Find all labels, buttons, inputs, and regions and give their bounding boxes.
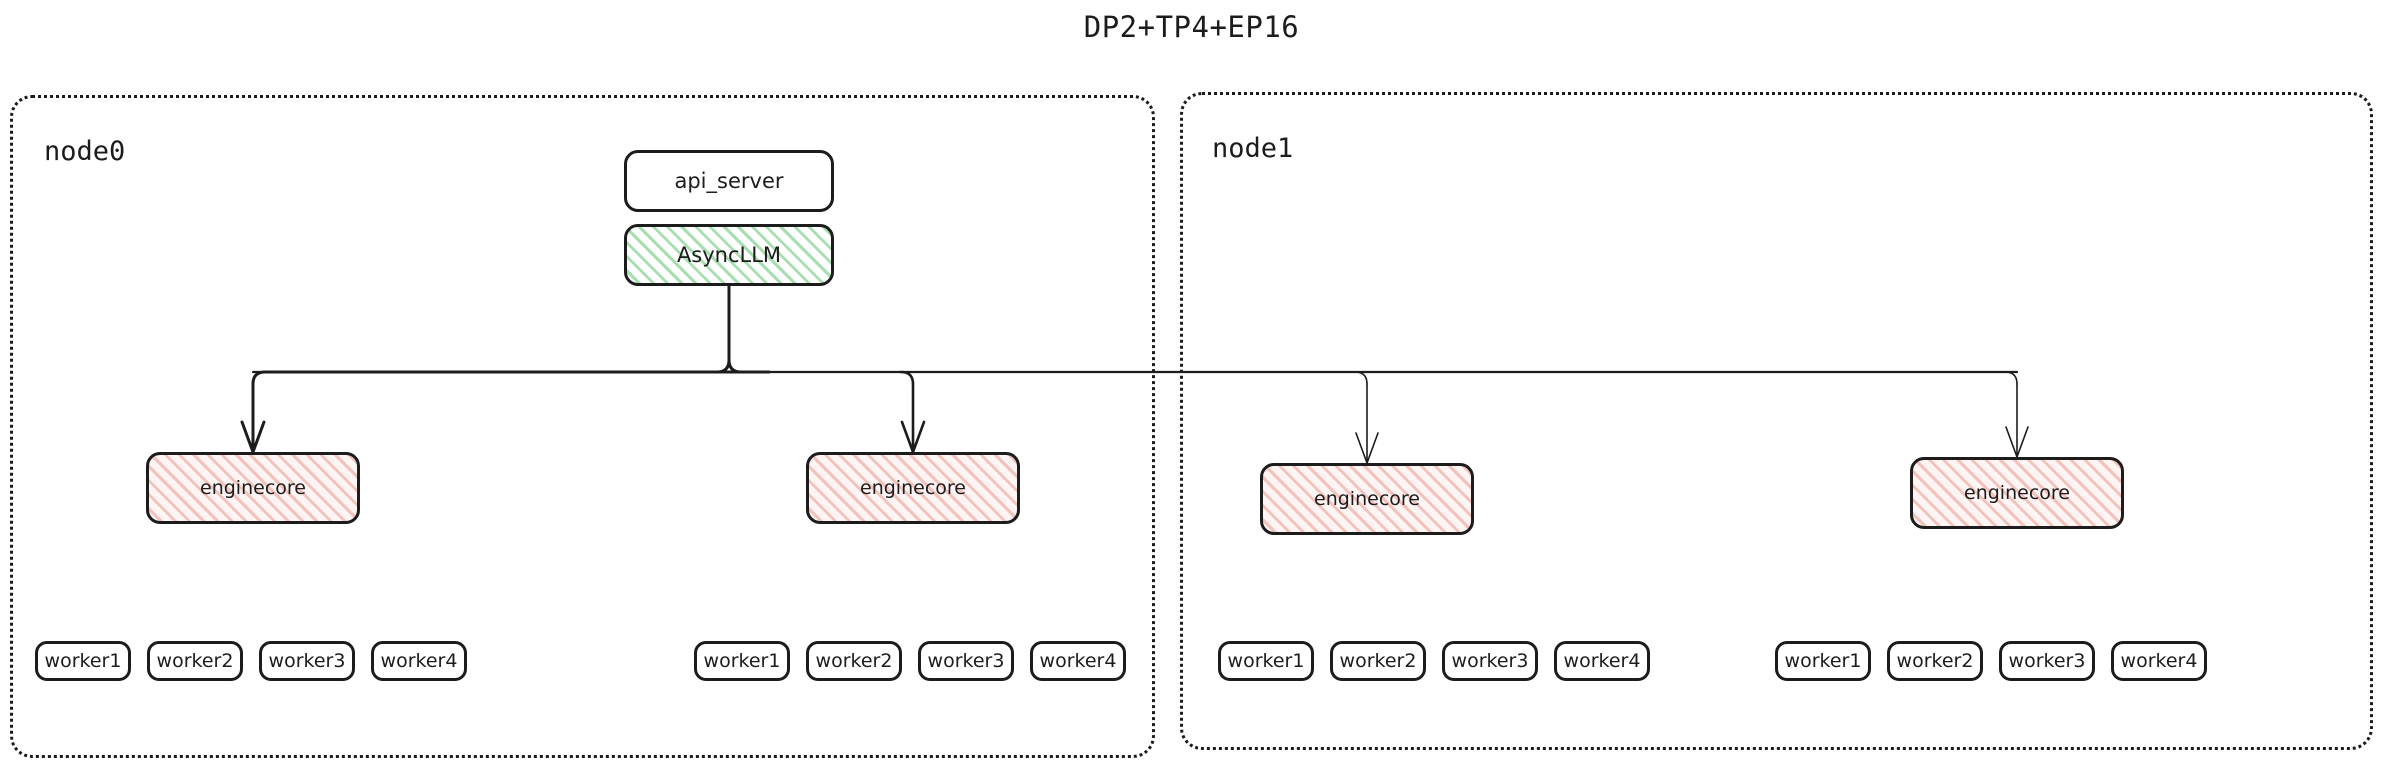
node-label-node1: node1 bbox=[1212, 133, 1294, 164]
enginecore-box[interactable]: enginecore bbox=[1260, 463, 1474, 535]
enginecore-box[interactable]: enginecore bbox=[806, 452, 1020, 524]
worker-box[interactable]: worker1 bbox=[694, 641, 790, 681]
worker-box[interactable]: worker1 bbox=[1218, 641, 1314, 681]
node-container-node1 bbox=[1180, 92, 2373, 750]
worker-box[interactable]: worker2 bbox=[1887, 641, 1983, 681]
worker-box[interactable]: worker2 bbox=[147, 641, 243, 681]
enginecore-box[interactable]: enginecore bbox=[146, 452, 360, 524]
async_llm-box[interactable]: AsyncLLM bbox=[624, 224, 834, 286]
node-label-node0: node0 bbox=[44, 136, 126, 167]
worker-box[interactable]: worker4 bbox=[371, 641, 467, 681]
worker-box[interactable]: worker1 bbox=[35, 641, 131, 681]
worker-box[interactable]: worker3 bbox=[918, 641, 1014, 681]
api_server-box[interactable]: api_server bbox=[624, 150, 834, 212]
enginecore-box[interactable]: enginecore bbox=[1910, 457, 2124, 529]
worker-box[interactable]: worker1 bbox=[1775, 641, 1871, 681]
worker-box[interactable]: worker3 bbox=[1999, 641, 2095, 681]
worker-box[interactable]: worker4 bbox=[1554, 641, 1650, 681]
worker-box[interactable]: worker2 bbox=[806, 641, 902, 681]
node-container-node0 bbox=[10, 95, 1155, 758]
worker-box[interactable]: worker2 bbox=[1330, 641, 1426, 681]
page-title: DP2+TP4+EP16 bbox=[1083, 10, 1300, 44]
worker-box[interactable]: worker4 bbox=[1030, 641, 1126, 681]
worker-box[interactable]: worker4 bbox=[2111, 641, 2207, 681]
worker-box[interactable]: worker3 bbox=[259, 641, 355, 681]
worker-box[interactable]: worker3 bbox=[1442, 641, 1538, 681]
